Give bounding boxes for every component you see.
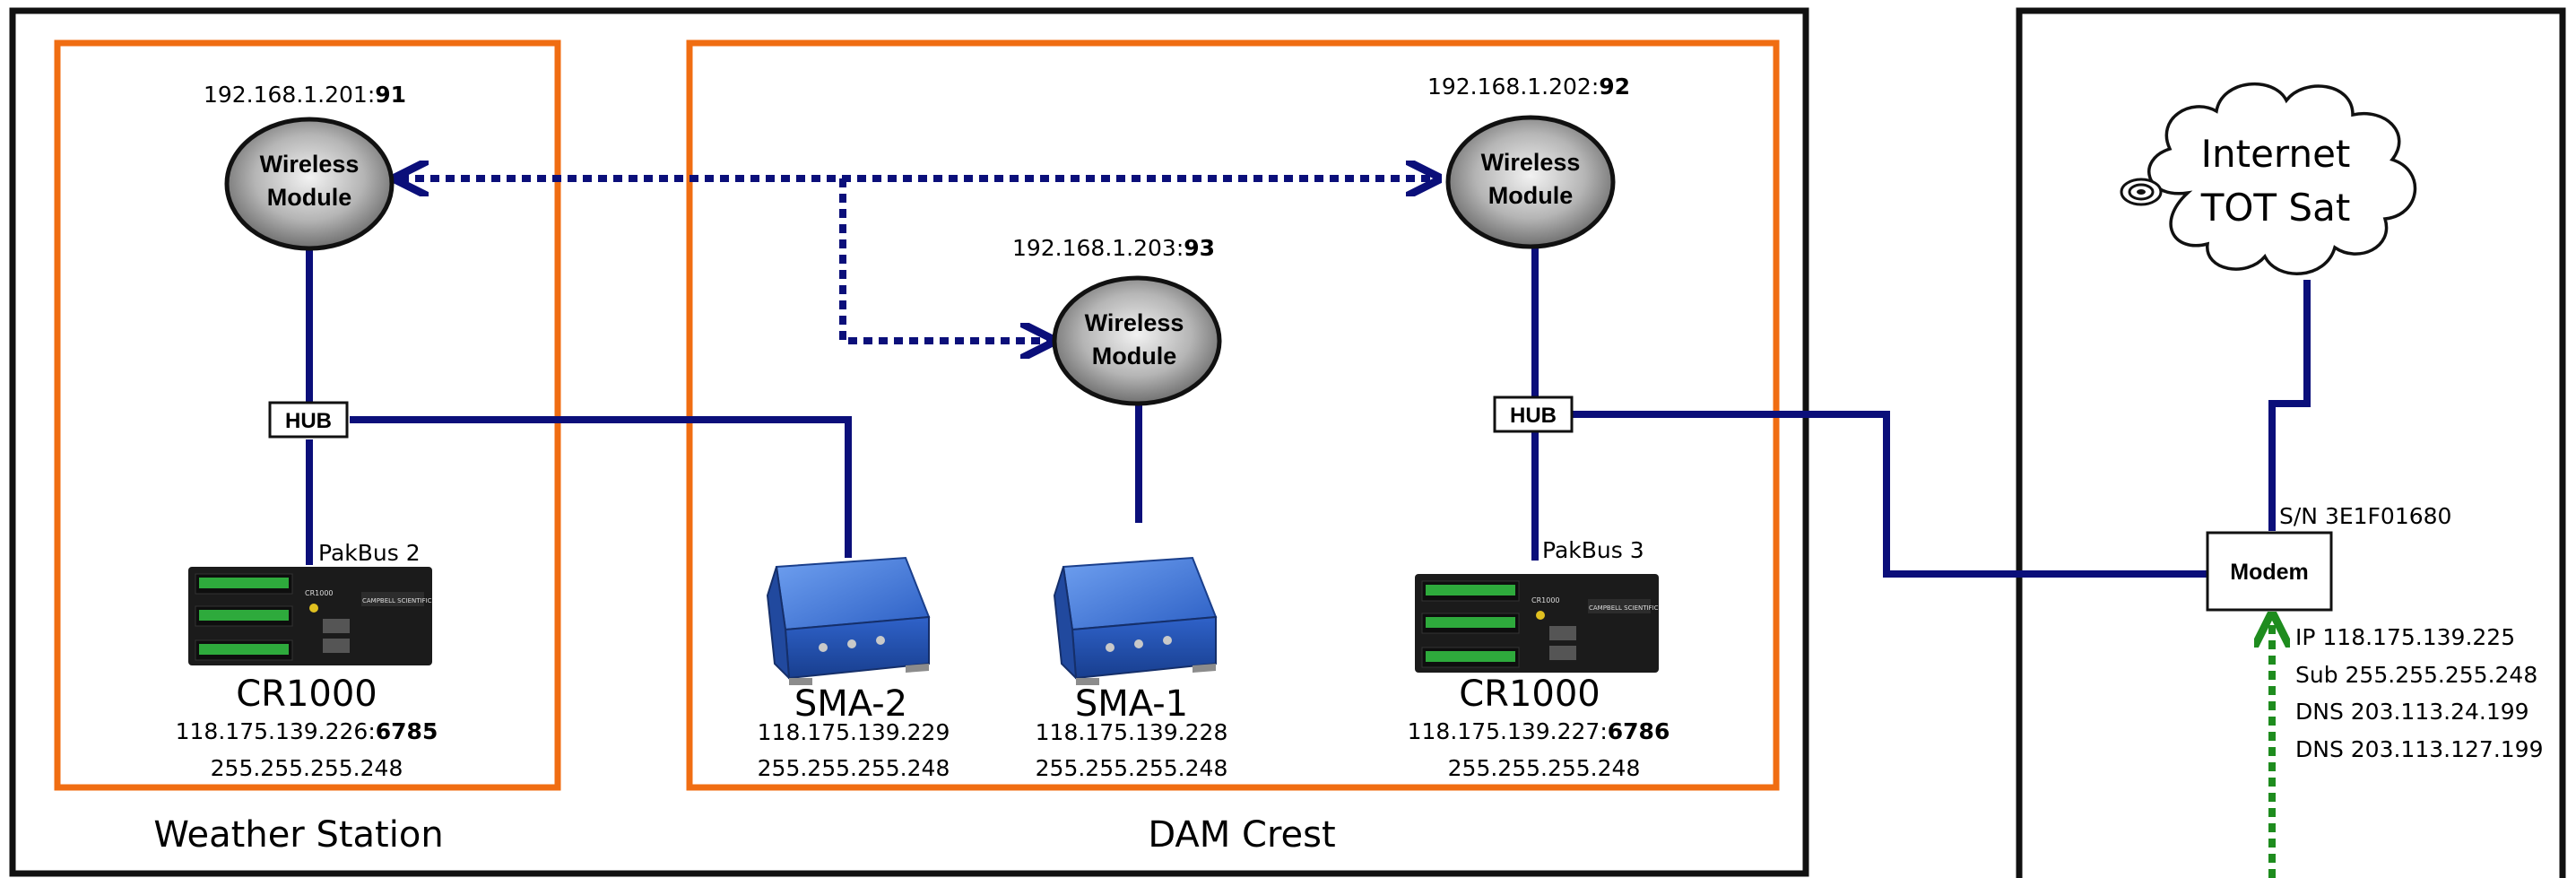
modem-details: IP 118.175.139.225 Sub 255.255.255.248 D… [2295, 624, 2543, 762]
cr1000-logger-pakbus2: CR1000 CAMPBELL SCIENTIFIC [188, 567, 432, 665]
cloud-label-line1: Internet [2201, 132, 2351, 176]
module-label-line1: Wireless [1481, 149, 1581, 176]
sma-ip: 118.175.139.229 [758, 719, 950, 745]
logger-panel-label: CR1000 [1531, 596, 1560, 604]
sma-2-enclosure [766, 556, 931, 685]
sma-ip: 118.175.139.228 [1036, 719, 1228, 745]
cloud-label-line2: TOT Sat [2200, 186, 2351, 230]
cr1000-logger-pakbus3: CR1000 CAMPBELL SCIENTIFIC [1415, 574, 1659, 673]
logger-panel-label: CR1000 [305, 589, 334, 597]
module-label-line1: Wireless [260, 151, 360, 178]
wireless-module-202: Wireless Module 192.168.1.202:92 [1427, 74, 1630, 249]
site-frame [9, 7, 1809, 877]
hub-dam-crest: HUB [1493, 396, 1574, 433]
hub-label: HUB [285, 409, 332, 433]
logger-brand-label: CAMPBELL SCIENTIFIC [1589, 604, 1659, 612]
wireless-module-201: Wireless Module 192.168.1.201:91 [204, 82, 406, 251]
logger-model: CR1000 [236, 674, 377, 715]
modem-subnet: Sub 255.255.255.248 [2295, 662, 2537, 688]
module-ip-label: 192.168.1.203:93 [1012, 235, 1215, 261]
isp-frame [2016, 7, 2566, 878]
modem-serial: S/N 3E1F01680 [2279, 503, 2451, 529]
internet-cloud: Internet TOT Sat [2120, 82, 2417, 275]
module-label-line2: Module [1488, 182, 1574, 209]
wireless-module-203: Wireless Module 192.168.1.203:93 [1012, 235, 1222, 406]
logger-mask: 255.255.255.248 [211, 755, 403, 781]
weather-station-zone [54, 39, 561, 791]
module-ip-label: 192.168.1.202:92 [1427, 74, 1630, 100]
logger-ip: 118.175.139.226:6785 [176, 718, 438, 744]
sma-name: SMA-2 [794, 683, 907, 725]
dam-crest-title: DAM Crest [1148, 814, 1335, 856]
weather-station-title: Weather Station [153, 814, 443, 856]
module-label-line2: Module [267, 184, 352, 211]
modem-dns-primary: DNS 203.113.24.199 [2295, 699, 2529, 725]
modem-dns-secondary: DNS 203.113.127.199 [2295, 736, 2543, 762]
logger-mask: 255.255.255.248 [1448, 755, 1641, 781]
wireless-links [400, 178, 1435, 341]
hub-label: HUB [1510, 404, 1557, 428]
module-label-line1: Wireless [1085, 309, 1184, 336]
sma-mask: 255.255.255.248 [758, 755, 950, 781]
modem: Modem [2206, 531, 2333, 612]
sma-name: SMA-1 [1075, 683, 1188, 725]
logger-model: CR1000 [1459, 674, 1600, 715]
sma-1-enclosure [1053, 556, 1218, 685]
module-ip-label: 192.168.1.201:91 [204, 82, 406, 108]
modem-label: Modem [2230, 560, 2309, 585]
sma-mask: 255.255.255.248 [1036, 755, 1228, 781]
modem-ip: IP 118.175.139.225 [2295, 624, 2515, 650]
wired-links [306, 247, 2311, 578]
module-label-line2: Module [1092, 343, 1177, 369]
pakbus-label: PakBus 3 [1542, 537, 1644, 563]
logger-ip: 118.175.139.227:6786 [1408, 718, 1670, 744]
hub-weather-station: HUB [268, 401, 349, 439]
pakbus-label: PakBus 2 [318, 540, 421, 566]
logger-brand-label: CAMPBELL SCIENTIFIC [362, 597, 432, 604]
